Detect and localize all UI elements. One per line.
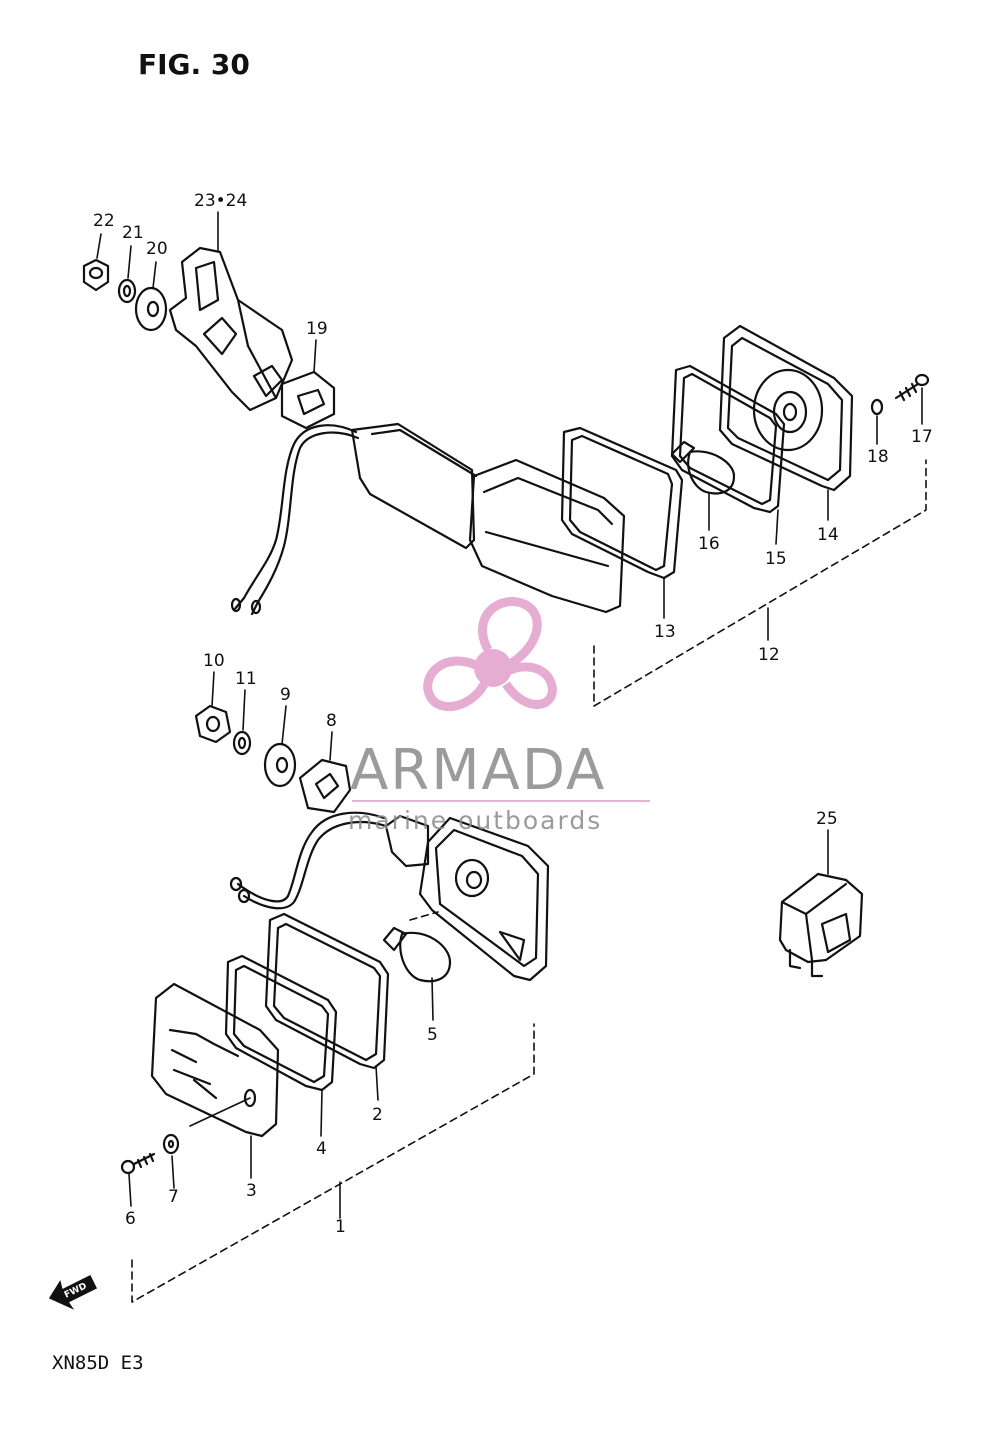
gasket-2 — [264, 912, 390, 1070]
gasket-4 — [224, 954, 338, 1092]
gasket-13 — [560, 426, 684, 580]
grommet-19 — [280, 370, 336, 430]
watermark-divider — [352, 800, 650, 802]
callout-12: 12 — [758, 645, 780, 665]
bracket-23-24 — [168, 246, 294, 412]
nut-10 — [194, 704, 232, 744]
callout-6: 6 — [125, 1209, 136, 1229]
callout-19: 19 — [306, 319, 328, 339]
callout-13: 13 — [654, 622, 676, 642]
screw-17 — [894, 373, 930, 402]
bulb-5 — [382, 926, 452, 983]
washer-7 — [162, 1133, 180, 1155]
callout-20: 20 — [146, 239, 168, 259]
callout-25: 25 — [816, 809, 838, 829]
callout-7: 7 — [168, 1187, 179, 1207]
callout-22: 22 — [93, 211, 115, 231]
watermark-name: ARMADA — [350, 738, 607, 803]
figure-title: FIG. 30 — [138, 48, 250, 81]
turn-signal-housing-upper — [350, 422, 626, 614]
callout-8: 8 — [326, 711, 337, 731]
gasket-15 — [670, 364, 786, 514]
callout-18: 18 — [867, 447, 889, 467]
model-code: XN85D E3 — [52, 1352, 144, 1374]
washer-9 — [263, 742, 297, 788]
callout-21: 21 — [122, 223, 144, 243]
lock-washer-11 — [232, 730, 252, 756]
callout-17: 17 — [911, 427, 933, 447]
lens-14 — [718, 324, 854, 492]
nut-22 — [82, 258, 110, 292]
callout-14: 14 — [817, 525, 839, 545]
turn-signal-housing-lower — [384, 814, 550, 982]
screw-6 — [120, 1152, 156, 1175]
washer-18 — [870, 398, 884, 416]
callout-3: 3 — [246, 1181, 257, 1201]
armada-logo-icon — [423, 597, 557, 711]
callout-9: 9 — [280, 685, 291, 705]
callout-5: 5 — [427, 1025, 438, 1045]
lens-3 — [150, 982, 280, 1138]
callout-4: 4 — [316, 1139, 327, 1159]
callout-16: 16 — [698, 534, 720, 554]
callout-15: 15 — [765, 549, 787, 569]
callout-11: 11 — [235, 669, 257, 689]
wire-harness-upper — [230, 424, 360, 616]
relay-25 — [778, 872, 864, 978]
grommet-8 — [298, 758, 352, 814]
callout-10: 10 — [203, 651, 225, 671]
fwd-arrow: FWD — [48, 1274, 98, 1310]
callout-1: 1 — [335, 1217, 346, 1237]
washer-20 — [134, 286, 168, 332]
callout-23-24: 23•24 — [194, 191, 247, 211]
callout-2: 2 — [372, 1105, 383, 1125]
wire-harness-lower — [229, 811, 388, 910]
lock-washer-21 — [117, 278, 137, 304]
watermark-subtitle: marine outboards — [348, 806, 603, 835]
